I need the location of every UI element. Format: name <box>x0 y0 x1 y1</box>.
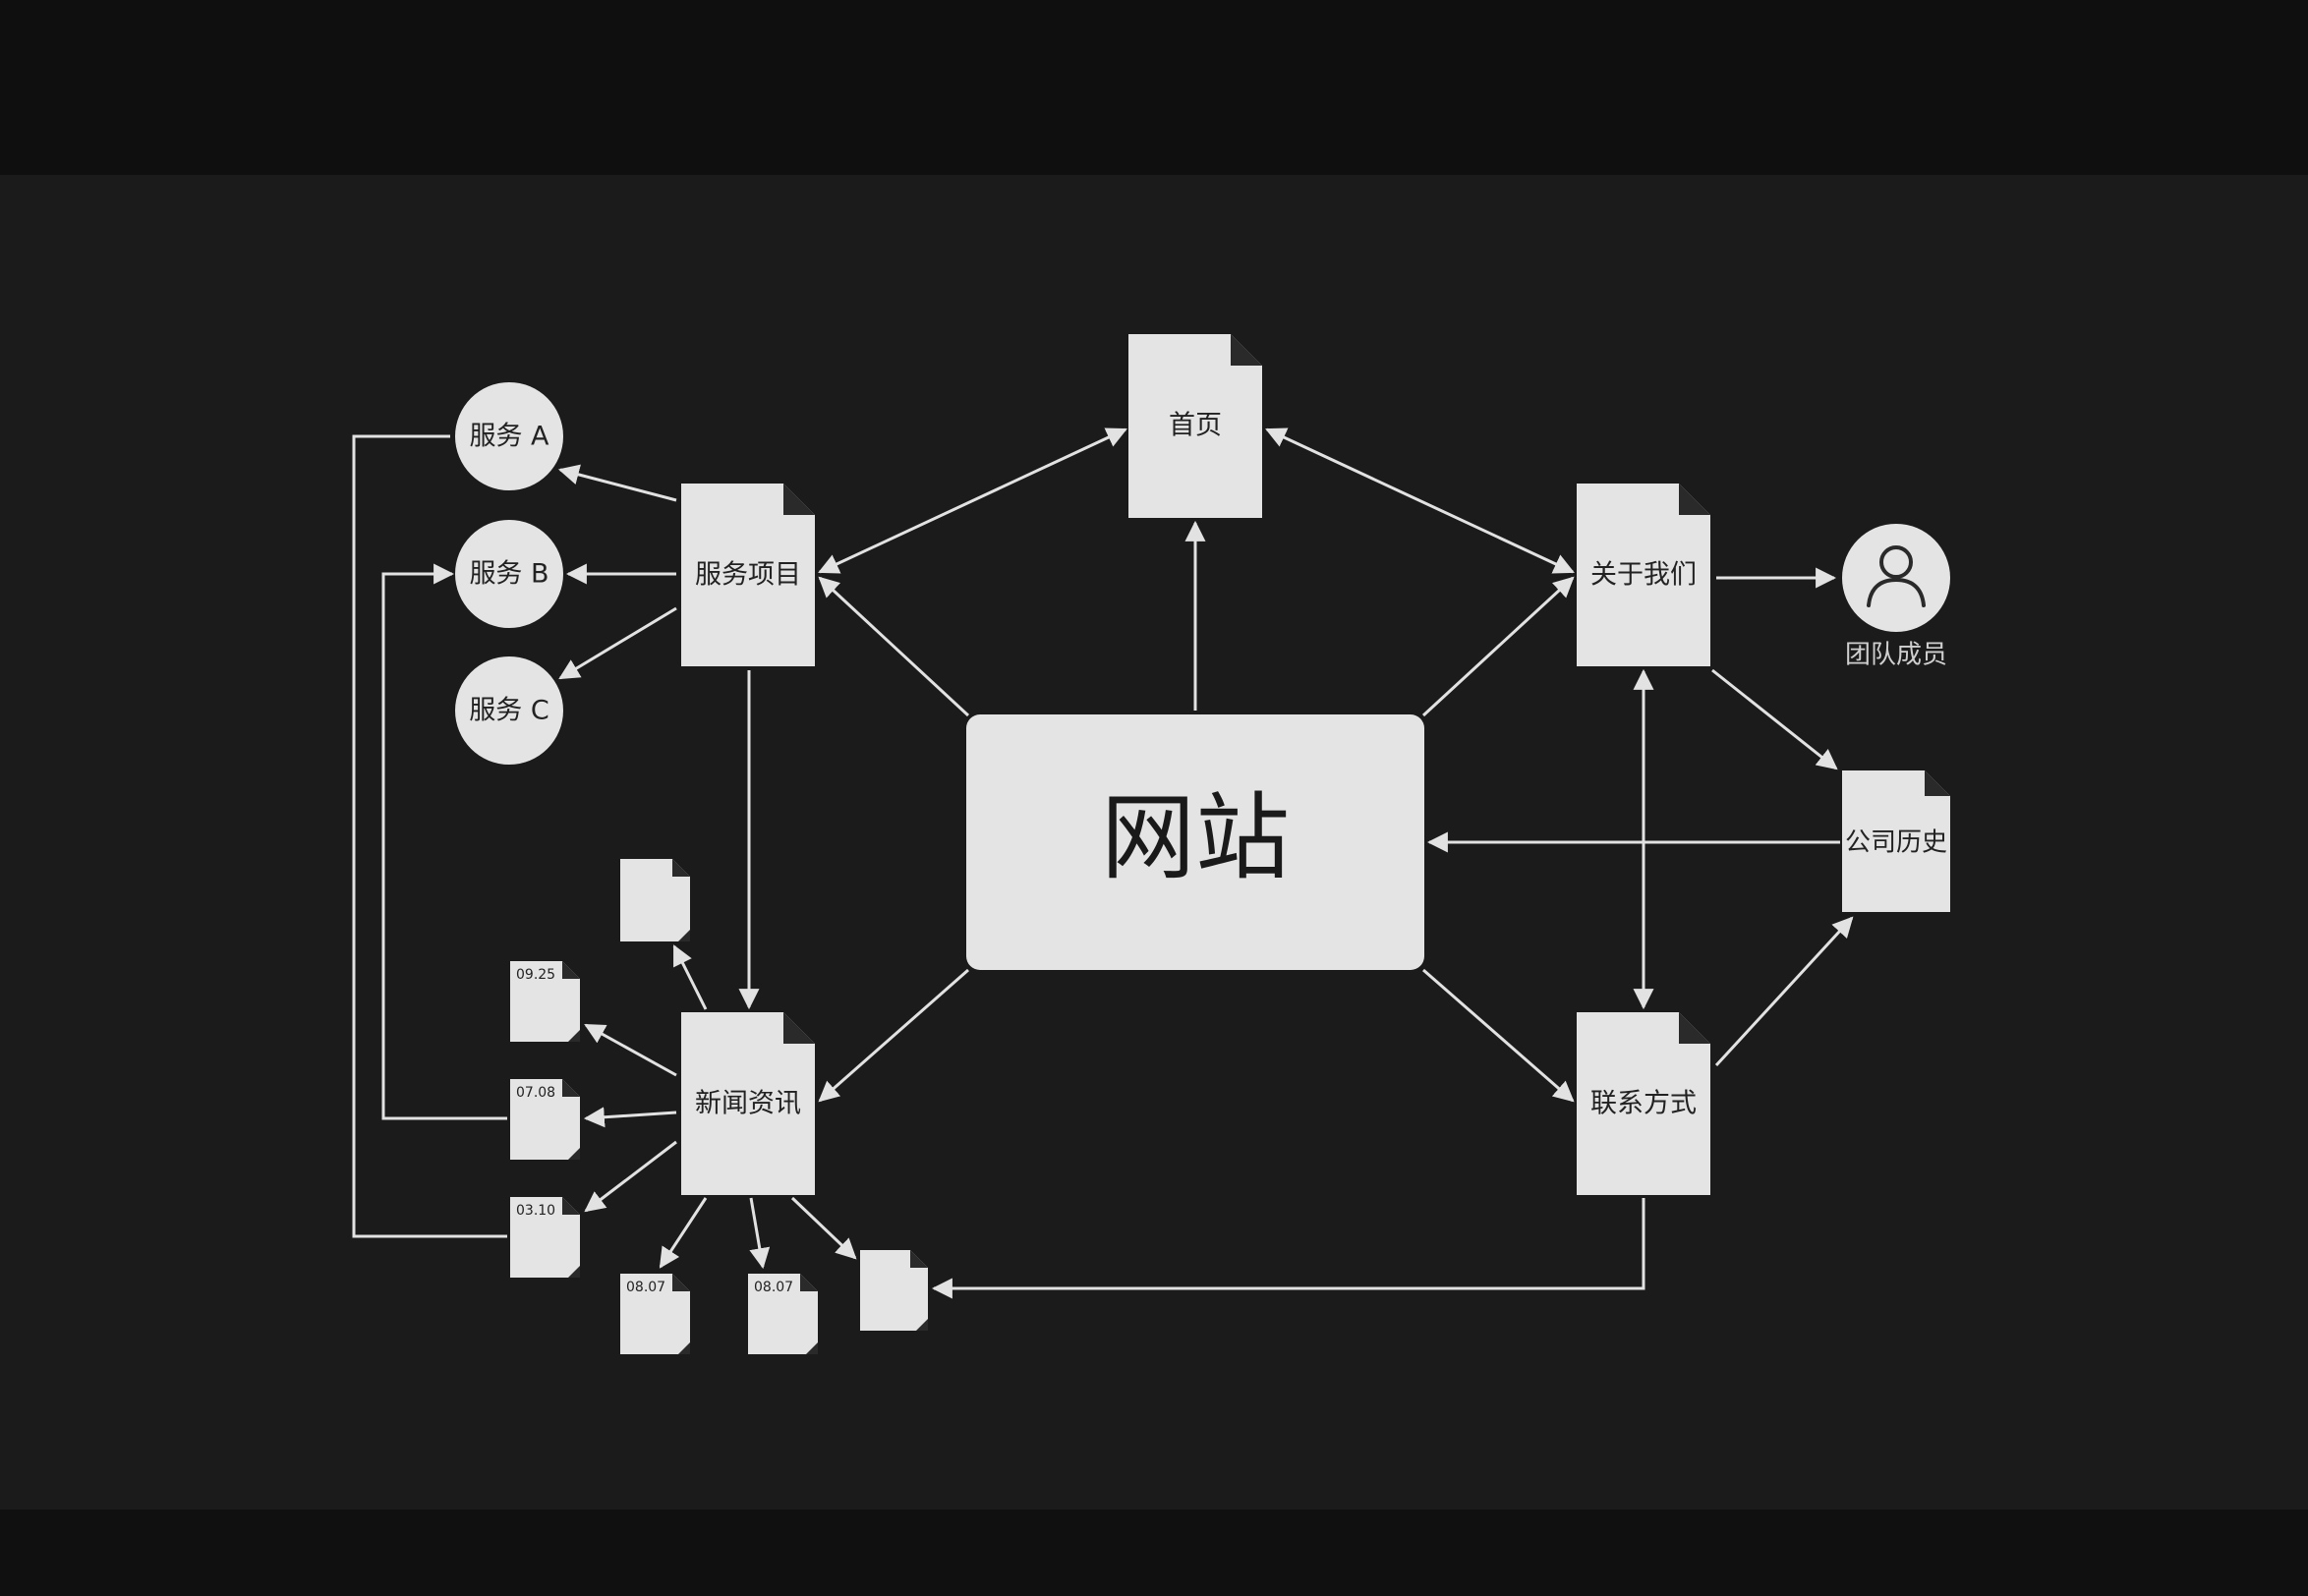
edge-center-services <box>818 576 970 717</box>
edge-home-about <box>1265 428 1575 574</box>
page-history[interactable]: 公司历史 <box>1842 770 1950 912</box>
edge-home-services <box>818 428 1127 574</box>
service-a[interactable]: 服务 A <box>455 382 563 490</box>
center-node[interactable]: 网站 <box>966 714 1424 970</box>
service-c[interactable]: 服务 C <box>455 656 563 765</box>
news-item-blank-top[interactable] <box>620 859 690 941</box>
edge-contact-news-item <box>931 1198 1645 1299</box>
service-c-label: 服务 C <box>469 696 548 726</box>
edge-center-contact <box>1422 968 1575 1103</box>
news-item-0310-date: 03.10 <box>516 1203 555 1219</box>
news-item-0807-b-date: 08.07 <box>754 1280 793 1295</box>
page-about-label: 关于我们 <box>1590 560 1697 591</box>
news-item-0310[interactable]: 03.10 <box>510 1197 580 1278</box>
service-b[interactable]: 服务 B <box>455 520 563 628</box>
page-services[interactable]: 服务项目 <box>681 484 815 666</box>
page-contact[interactable]: 联系方式 <box>1577 1012 1710 1195</box>
news-item-blank-right[interactable] <box>860 1250 928 1331</box>
page-about[interactable]: 关于我们 <box>1577 484 1710 666</box>
edge-loop-b <box>381 563 507 1120</box>
center-label: 网站 <box>1101 782 1290 892</box>
news-item-0925[interactable]: 09.25 <box>510 961 580 1042</box>
team-node[interactable]: 团队成员 <box>1842 524 1950 670</box>
page-news[interactable]: 新闻资讯 <box>681 1012 815 1195</box>
edge-services-c <box>558 606 677 680</box>
page-history-label: 公司历史 <box>1845 828 1947 858</box>
edge-news-item5 <box>659 1197 708 1269</box>
page-contact-label: 联系方式 <box>1590 1089 1697 1119</box>
news-item-0807-a[interactable]: 08.07 <box>620 1274 690 1354</box>
edge-loop-a <box>352 434 507 1238</box>
news-item-0708-date: 07.08 <box>516 1085 555 1101</box>
edge-services-a <box>557 464 677 502</box>
edge-news-item4 <box>584 1140 677 1213</box>
edge-center-news <box>818 968 969 1103</box>
service-a-label: 服务 A <box>469 422 549 452</box>
page-news-label: 新闻资讯 <box>695 1089 801 1119</box>
news-item-0925-date: 09.25 <box>516 967 555 983</box>
person-icon <box>1867 545 1926 607</box>
edges <box>352 428 1854 1299</box>
team-label: 团队成员 <box>1845 641 1947 670</box>
edge-news-item2 <box>584 1023 677 1077</box>
page-home[interactable]: 首页 <box>1128 334 1262 518</box>
edge-center-about <box>1421 576 1575 717</box>
edge-news-item7 <box>790 1196 857 1260</box>
news-item-0807-b[interactable]: 08.07 <box>748 1274 818 1354</box>
service-b-label: 服务 B <box>469 559 548 590</box>
edge-news-item1 <box>672 944 708 1010</box>
page-home-label: 首页 <box>1169 411 1222 441</box>
bottom-band <box>0 1510 2308 1596</box>
edge-contact-history <box>1714 916 1854 1067</box>
edge-news-item3 <box>583 1107 677 1128</box>
news-item-0807-a-date: 08.07 <box>626 1280 665 1295</box>
news-item-0708[interactable]: 07.08 <box>510 1079 580 1160</box>
page-services-label: 服务项目 <box>695 560 801 591</box>
edge-news-item6 <box>749 1197 771 1270</box>
edge-about-history <box>1711 668 1838 770</box>
